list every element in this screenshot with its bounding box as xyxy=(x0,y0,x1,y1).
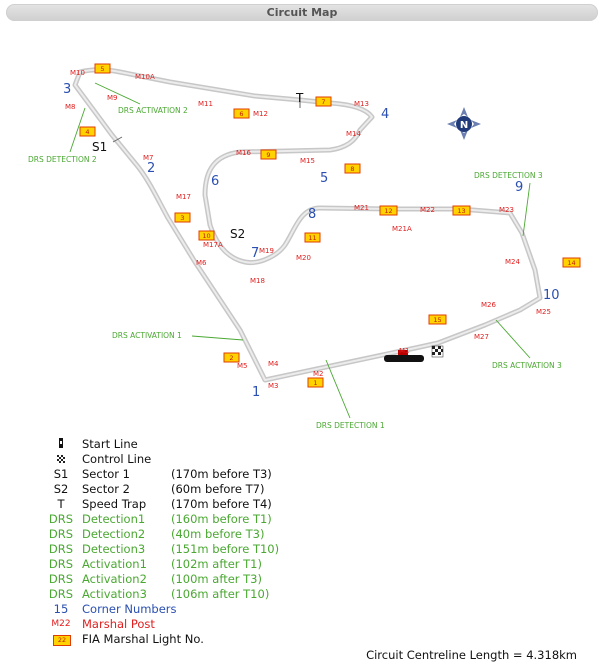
svg-text:7: 7 xyxy=(321,98,325,106)
marshal-post: M8 xyxy=(65,103,76,111)
drs-act1-label: DRS ACTIVATION 1 xyxy=(112,331,182,340)
drs-act2-label: DRS ACTIVATION 2 xyxy=(118,106,188,115)
corner-8: 8 xyxy=(308,207,316,222)
marshal-light: 9 xyxy=(260,149,277,160)
circuit-length: Circuit Centreline Length = 4.318km xyxy=(366,648,577,662)
marshal-light: 8 xyxy=(344,163,361,174)
marshal-post: M12 xyxy=(253,110,268,118)
marshal-light: 14 xyxy=(562,257,581,268)
marshal-post: M17A xyxy=(203,241,223,249)
svg-text:12: 12 xyxy=(384,207,392,215)
marshal-light: 2 xyxy=(223,352,240,363)
svg-text:5: 5 xyxy=(100,65,104,73)
marshal-post: M10 xyxy=(70,69,85,77)
svg-text:8: 8 xyxy=(350,165,354,173)
marshal-post: M7 xyxy=(143,154,154,162)
marshal-post: M25 xyxy=(536,308,551,316)
svg-text:4: 4 xyxy=(85,128,89,136)
speed-trap-label: T xyxy=(295,91,304,105)
drs-det1-label: DRS DETECTION 1 xyxy=(316,421,385,430)
marshal-post: M21A xyxy=(392,225,412,233)
marshal-post: M20 xyxy=(296,254,311,262)
marshal-light: 4 xyxy=(79,126,96,137)
drs-act3-line xyxy=(495,319,531,359)
marshal-post: M21 xyxy=(354,204,369,212)
marshal-post: M17 xyxy=(176,193,191,201)
svg-text:15: 15 xyxy=(433,316,441,324)
marshal-post: M14 xyxy=(346,130,361,138)
marshal-post: M13 xyxy=(354,100,369,108)
corner-1: 1 xyxy=(252,385,260,400)
marshal-light: 5 xyxy=(94,63,111,74)
marshal-post: M2 xyxy=(313,370,324,378)
svg-text:1: 1 xyxy=(313,379,317,387)
marshal-post: M23 xyxy=(499,206,514,214)
chequered-flag-icon xyxy=(431,345,444,358)
marshal-post: M22 xyxy=(420,206,435,214)
start-line-icon xyxy=(46,437,76,453)
drs-det1-line xyxy=(325,359,351,419)
drs-det3-line xyxy=(522,182,531,237)
marshal-post: M24 xyxy=(505,258,520,266)
marshal-post: M6 xyxy=(196,259,207,267)
compass-label: N xyxy=(460,120,468,131)
svg-text:14: 14 xyxy=(567,259,575,267)
marshal-light: 3 xyxy=(174,212,191,223)
corner-5: 5 xyxy=(320,171,328,186)
control-line-icon xyxy=(46,452,76,467)
corner-10: 10 xyxy=(543,288,560,303)
drs-det2-line xyxy=(69,107,86,153)
marshal-light: 7 xyxy=(315,96,332,107)
corner-3: 3 xyxy=(63,82,71,97)
svg-text:10: 10 xyxy=(202,232,210,240)
title-bar: Circuit Map xyxy=(6,4,598,21)
svg-text:2: 2 xyxy=(229,354,233,362)
svg-text:6: 6 xyxy=(239,110,243,118)
marshal-light: 15 xyxy=(428,314,447,325)
marshal-post: M18 xyxy=(250,277,265,285)
marshal-post: M10A xyxy=(135,73,155,81)
marshal-post: M26 xyxy=(481,301,496,309)
marshal-post: M27 xyxy=(474,333,489,341)
marshal-post: M15 xyxy=(300,157,315,165)
marshal-post: M1 xyxy=(399,347,410,355)
marshal-light: 12 xyxy=(379,205,398,216)
marshal-post: M3 xyxy=(268,382,279,390)
sector1-label: S1 xyxy=(92,140,107,154)
svg-text:11: 11 xyxy=(308,234,316,242)
marshal-post: M9 xyxy=(107,94,118,102)
map-title: Circuit Map xyxy=(266,6,338,19)
corner-9: 9 xyxy=(515,180,523,195)
drs-det2-label: DRS DETECTION 2 xyxy=(28,155,97,164)
drs-act1-line xyxy=(191,335,244,341)
compass-icon: N xyxy=(447,107,481,140)
marshal-post: M19 xyxy=(259,247,274,255)
marshal-light: 6 xyxy=(233,108,250,119)
marshal-light-icon: 22 xyxy=(53,635,71,646)
track-centre xyxy=(74,68,541,381)
svg-text:3: 3 xyxy=(180,214,184,222)
drs-act3-label: DRS ACTIVATION 3 xyxy=(492,361,562,370)
car-icon xyxy=(384,350,424,362)
marshal-light: 11 xyxy=(304,232,321,243)
drs-act2-line xyxy=(94,82,141,105)
svg-text:13: 13 xyxy=(457,207,465,215)
corner-6: 6 xyxy=(211,174,219,189)
corner-7: 7 xyxy=(251,246,259,261)
marshal-light: 10 xyxy=(198,230,215,241)
marshal-post: M4 xyxy=(268,360,279,368)
corner-4: 4 xyxy=(381,107,389,122)
marshal-light: 13 xyxy=(452,205,471,216)
drs-det3-label: DRS DETECTION 3 xyxy=(474,171,543,180)
sector1-line xyxy=(112,136,123,143)
sector2-label: S2 xyxy=(230,227,245,241)
marshal-light: 1 xyxy=(307,377,324,388)
marshal-post: M16 xyxy=(236,149,251,157)
svg-text:9: 9 xyxy=(266,151,270,159)
marshal-post: M11 xyxy=(198,100,213,108)
marshal-post: M5 xyxy=(237,362,248,370)
circuit-map: N 1 2 3 4 5 6 7 8 9 10 S1 S2 T DRS DETEC… xyxy=(28,63,581,430)
corner-2: 2 xyxy=(147,161,155,176)
